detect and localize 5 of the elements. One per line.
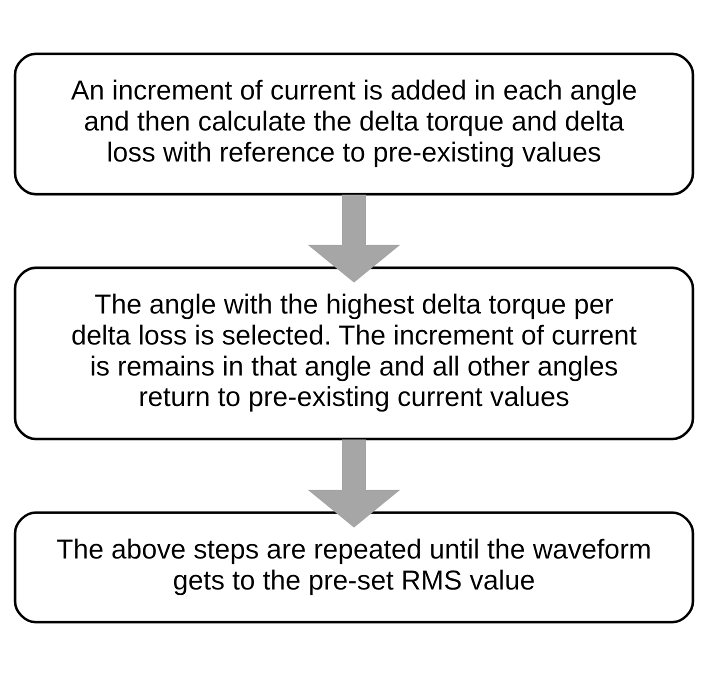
node-box: The above steps are repeated until the waveform gets to the pre-set RMS value	[14, 510, 694, 623]
arrow	[308, 439, 400, 528]
arrow	[308, 194, 400, 282]
node-box: An increment of current is added in each angle and then calculate the delta torque and delta loss with reference to pre-existing values	[14, 52, 694, 195]
node-box: The angle with the highest delta torque per delta loss is selected. The increment of current is remains in that angle and all other angles return to pre-existing current values	[14, 266, 694, 440]
